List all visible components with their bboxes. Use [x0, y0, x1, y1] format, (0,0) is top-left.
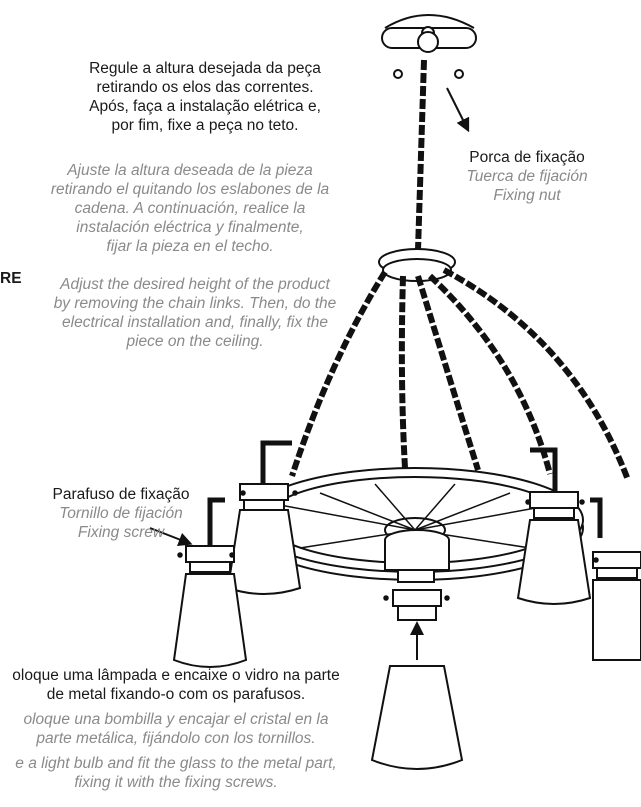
nut-label-pt: Porca de fixação — [469, 149, 585, 166]
step-top-pt-line: Regule a altura desejada da peça — [89, 60, 321, 77]
step-top-pt: Regule a altura desejada da peça retiran… — [40, 59, 370, 135]
nut-label-en: Fixing nut — [493, 187, 561, 204]
step-top-es-line: retirando el quitando los eslabones de l… — [50, 181, 330, 198]
step-top-en-prefix: RE — [0, 270, 22, 287]
lamp-shade-right-back — [516, 491, 592, 605]
step-top-en-line: by removing the chain links. Then, do th… — [53, 295, 337, 312]
step-bottom-pt-line: de metal fixando-o com os parafusos. — [46, 686, 306, 703]
glass-shade — [370, 665, 464, 770]
screw-arrow — [149, 527, 193, 546]
lamp-shade-right-front — [592, 551, 641, 661]
step-top-en-line: Adjust the desired height of the product — [60, 276, 330, 293]
step-bottom-en-line: e a light bulb and fit the glass to the … — [15, 755, 337, 772]
step-top-es-line: fijar la pieza en el techo. — [106, 238, 274, 255]
nut-arrow — [446, 87, 470, 133]
central-hub — [378, 248, 456, 282]
step-top-es-line: Ajuste la altura deseada de la pieza — [67, 162, 313, 179]
step-top-es-line: instalación eléctrica y finalmente, — [76, 219, 304, 236]
step-top-en-line: electrical installation and, finally, fi… — [62, 314, 328, 331]
step-top-pt-line: Após, faça a instalação elétrica e, — [89, 98, 321, 115]
step-bottom-es-line: parte metálica, fijándolo con los tornil… — [36, 730, 316, 747]
lamp-arms — [207, 440, 603, 548]
screw-label-en: Fixing screw — [77, 524, 165, 541]
main-chain — [415, 59, 427, 251]
hanging-chains — [289, 267, 631, 482]
lamp-shade-center — [384, 529, 450, 621]
screw-label-pt: Parafuso de fixação — [52, 486, 190, 503]
step-top-en-line: piece on the ceiling. — [126, 333, 264, 350]
step-top-es-line: cadena. A continuación, realice la — [74, 200, 306, 217]
screw-markers — [177, 490, 599, 601]
step-bottom-pt-line: oloque uma lâmpada e encaixe o vidro na … — [12, 667, 340, 684]
step-top-es: Ajuste la altura deseada de la pieza ret… — [12, 161, 368, 256]
step-top-pt-line: retirando os elos das correntes. — [96, 79, 314, 96]
step-top-en: Adjust the desired height of the product… — [20, 275, 370, 351]
step-bottom-es-line: oloque una bombilla y encajar el cristal… — [23, 711, 329, 728]
screw-label: Parafuso de fixação Tornillo de fijación… — [26, 485, 216, 542]
ceiling-canopy — [381, 14, 477, 79]
screw-label-es: Tornillo de fijación — [59, 505, 183, 522]
nut-label-es: Tuerca de fijación — [466, 168, 588, 185]
step-bottom-en-line: fixing it with the fixing screws. — [74, 774, 278, 791]
step-bottom: oloque uma lâmpada e encaixe o vidro na … — [0, 666, 358, 792]
step-top-pt-line: por fim, fixe a peça no teto. — [111, 117, 299, 134]
lamp-shade-left-front — [172, 545, 248, 668]
nut-label: Porca de fixação Tuerca de fijación Fixi… — [452, 148, 602, 205]
